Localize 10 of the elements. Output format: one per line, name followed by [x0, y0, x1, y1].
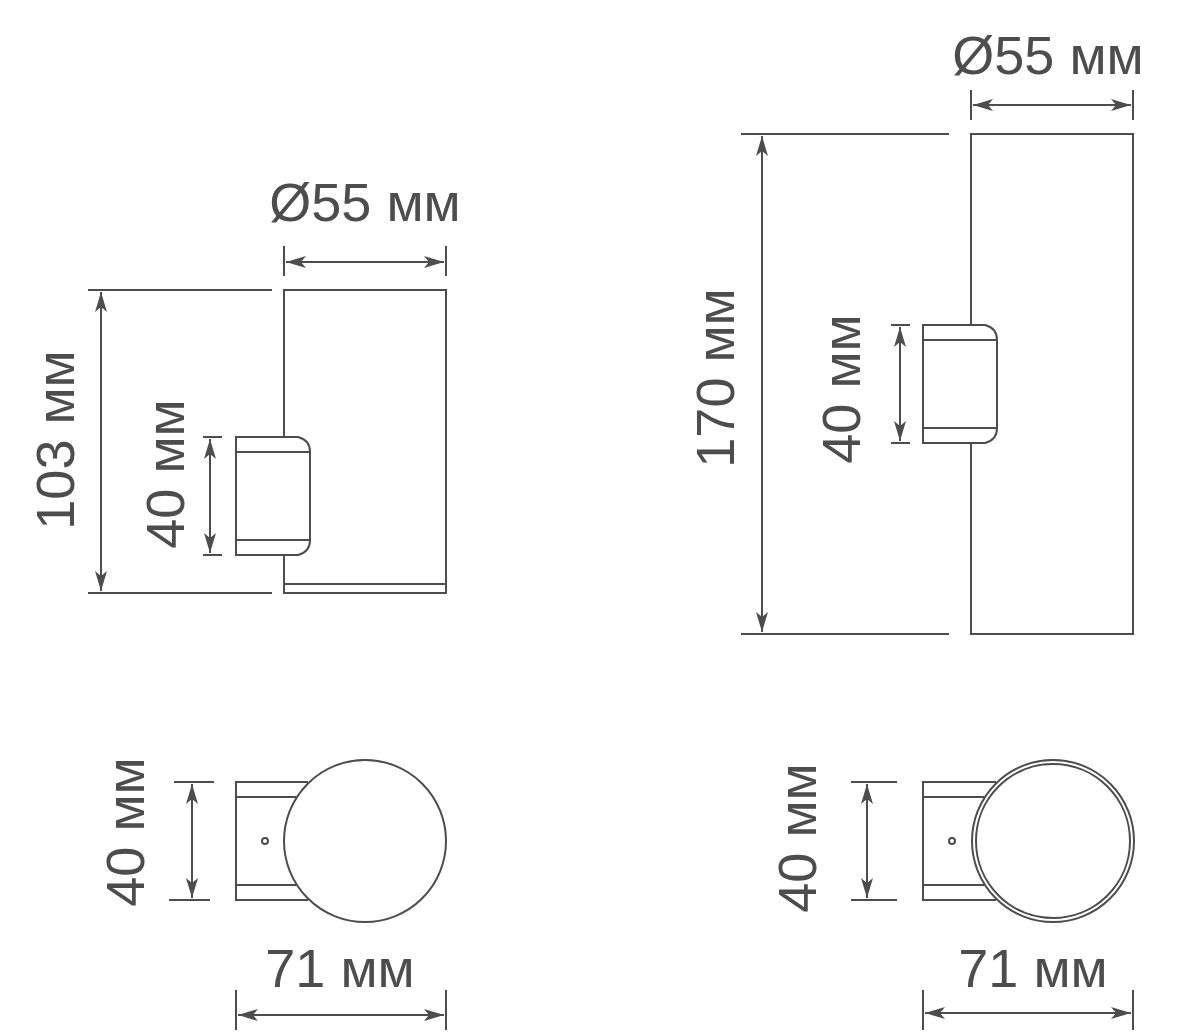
- dimension-label: 103 мм: [28, 350, 82, 530]
- dimension-label: 170 мм: [688, 288, 742, 468]
- dimension-label: 40 мм: [814, 314, 868, 464]
- dimension-label: 71 мм: [265, 941, 415, 995]
- dimension-label: 40 мм: [98, 757, 152, 907]
- dimension-label: 71 мм: [958, 941, 1108, 995]
- dimension-label: 40 мм: [138, 399, 192, 549]
- dimension-label: Ø55 мм: [952, 28, 1144, 82]
- dimension-label: 40 мм: [770, 763, 824, 913]
- dimension-label: Ø55 мм: [269, 175, 461, 229]
